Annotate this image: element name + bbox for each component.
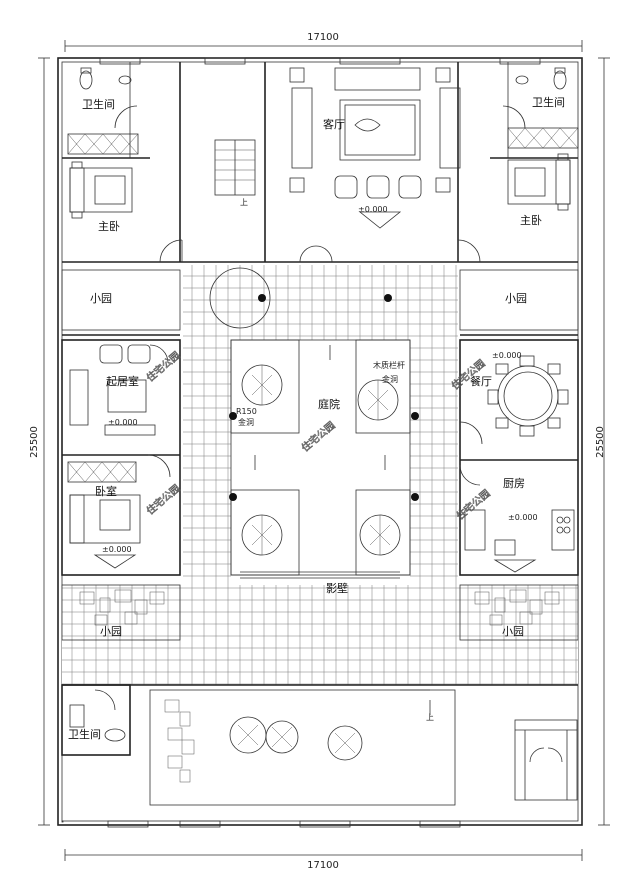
dimension-right: 25500	[595, 57, 610, 826]
bed-master-left	[69, 161, 133, 219]
tree-icon	[359, 514, 401, 556]
dimension-top-text: 17100	[307, 32, 339, 43]
screen-wall-label: 影壁	[326, 581, 348, 595]
dimension-left-text: 25500	[29, 426, 40, 458]
right-wing	[459, 339, 579, 576]
bath-tl-fixtures	[67, 67, 139, 155]
stair-top: 上	[214, 139, 256, 207]
bottom-gardens	[61, 584, 579, 641]
tree-icon	[357, 379, 399, 421]
dimension-right-text: 25500	[595, 426, 606, 458]
bath-tr-label: 卫生间	[532, 95, 565, 109]
top-wing	[62, 57, 578, 263]
garden-bl-label: 小园	[100, 625, 122, 638]
well-circle	[209, 267, 271, 329]
bath-bl-label: 卫生间	[68, 727, 101, 741]
outer-wall	[57, 57, 583, 826]
bedroom-level: ±0.000	[102, 545, 132, 554]
tree-icon	[241, 514, 283, 556]
bed-master-right	[507, 153, 571, 211]
columns	[229, 294, 419, 501]
bottom-wing: 上	[61, 684, 578, 828]
master-left-label: 主卧	[98, 220, 120, 233]
trees	[229, 364, 401, 761]
dining-level: ±0.000	[492, 351, 522, 360]
bath-tl-label: 卫生间	[82, 97, 115, 111]
left-wing	[61, 339, 181, 576]
garden-ml-label: 小园	[90, 292, 112, 305]
tree-icon	[241, 364, 283, 406]
sitting-label: 起居室	[106, 374, 139, 388]
corridor-right-label: 金洞	[382, 374, 398, 384]
sitting-level: ±0.000	[108, 418, 138, 427]
living-furniture	[289, 67, 461, 229]
garden-br-label: 小园	[502, 625, 524, 638]
living-level: ±0.000	[358, 205, 388, 214]
bath-tr-fixtures	[507, 67, 579, 149]
labels: 卫生间 卫生间 主卧 主卧 客厅 ±0.000 小园 小园 起居室 ±0.000…	[68, 95, 565, 741]
watermark-text: 住宅公园	[299, 419, 338, 455]
corridor-left-label: 金洞	[238, 417, 254, 427]
dimension-bottom-text: 17100	[307, 860, 339, 871]
watermark-text: 住宅公园	[144, 482, 183, 518]
dimension-left: 25500	[29, 57, 50, 826]
dimension-bottom: 17100	[64, 849, 583, 871]
courtyard-tiles	[62, 265, 578, 685]
courtyard-label: 庭院	[318, 397, 340, 411]
tree-icon	[327, 725, 363, 761]
watermark-text: 住宅公园	[144, 349, 183, 385]
master-right-label: 主卧	[520, 214, 542, 227]
kitchen-label: 厨房	[503, 477, 525, 490]
dimension-top: 17100	[64, 32, 583, 52]
radius-label: R150	[236, 407, 257, 416]
bedroom-label: 卧室	[95, 484, 117, 498]
bottom-up-label: 上	[426, 713, 434, 722]
garden-mr-label: 小园	[505, 292, 527, 305]
living-label: 客厅	[323, 117, 345, 131]
railing-label: 木质栏杆	[373, 360, 405, 370]
tree-icon	[229, 716, 267, 754]
courtyard-center	[230, 339, 411, 579]
stair-up-label: 上	[240, 198, 248, 207]
dining-label: 餐厅	[470, 374, 492, 388]
kitchen-level: ±0.000	[508, 513, 538, 522]
middle-gardens	[61, 269, 579, 336]
tree-icon	[265, 720, 299, 754]
